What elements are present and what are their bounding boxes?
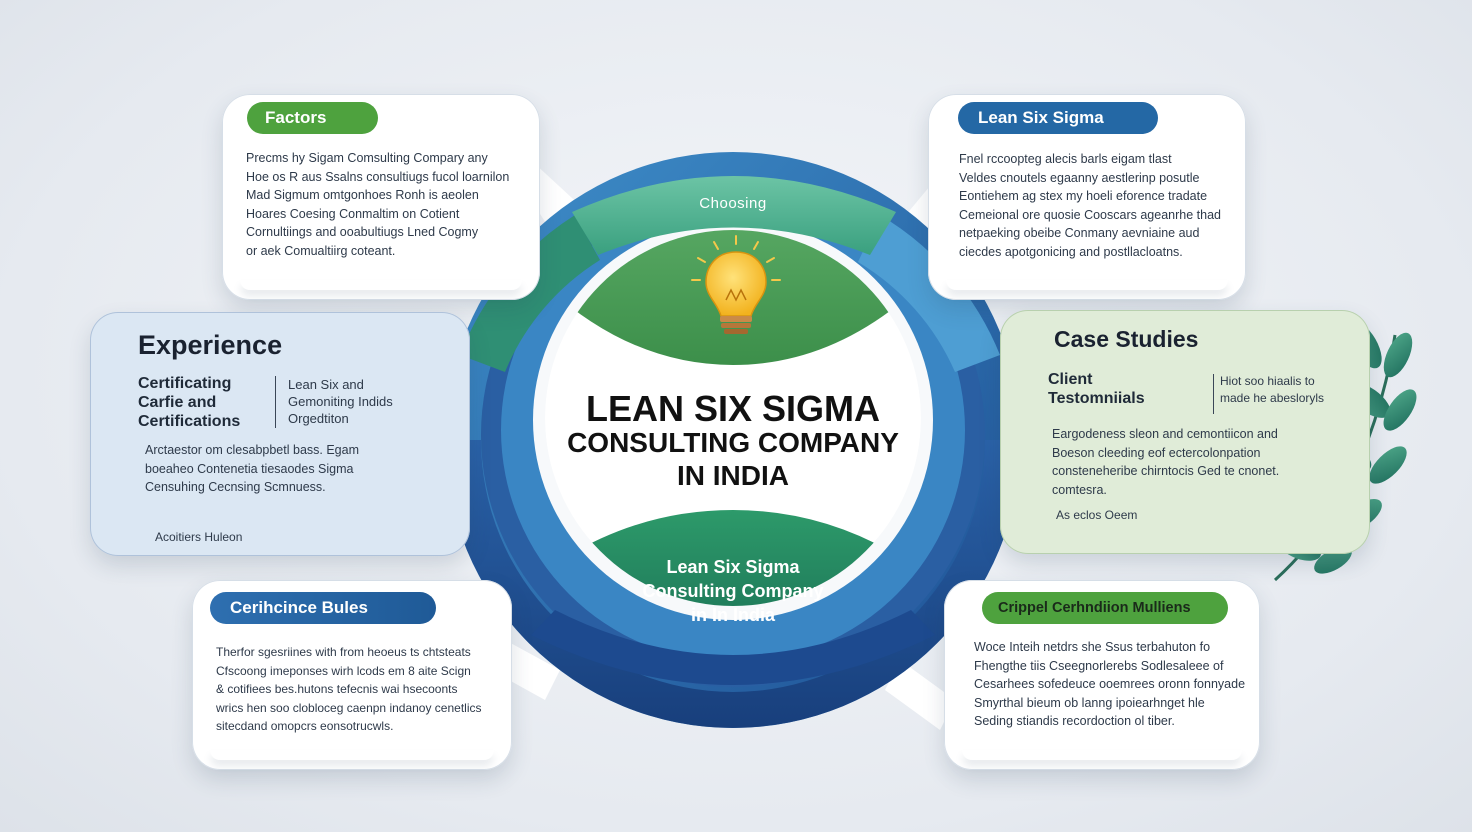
tail-crippel xyxy=(885,660,955,730)
lean-six-sigma-card: Lean Six Sigma Fnel rccoopteg alecis bar… xyxy=(928,94,1246,300)
experience-right-col: Lean Six and Gemoniting Indids Orgedtito… xyxy=(288,377,393,426)
experience-footnote: Acoitiers Huleon xyxy=(155,530,243,544)
experience-left-col: Certificating Carfie and Certifications xyxy=(138,375,241,430)
certificate-card: Cerihcince Bules Therfor sgesriines with… xyxy=(192,580,512,770)
crippel-pill: Crippel Cerhndiion Mulliens xyxy=(982,592,1228,624)
ring-right-lightblue xyxy=(858,215,1000,372)
case-studies-heading: Case Studies xyxy=(1054,326,1199,352)
factors-card: Factors Precms hy Sigam Comsulting Compa… xyxy=(222,94,540,300)
case-studies-footnote: As eclos Oeem xyxy=(1056,508,1138,522)
center-title-line-2: CONSULTING COMPANY xyxy=(567,427,899,458)
experience-divider xyxy=(275,376,276,428)
experience-heading: Experience xyxy=(138,330,283,360)
arc-label: Choosing xyxy=(699,195,767,212)
factors-text: Precms hy Sigam Comsulting Compary any H… xyxy=(246,151,510,258)
case-studies-divider xyxy=(1213,374,1214,414)
tail-certificate xyxy=(500,640,560,700)
experience-text: Arctaestor om clesabpbetl bass. Egam boe… xyxy=(145,443,359,494)
lean-six-sigma-text: Fnel rccoopteg alecis barls eigam tlast … xyxy=(959,152,1221,259)
certificate-text: Therfor sgesriines with from heoeus ts c… xyxy=(216,645,482,733)
top-arc xyxy=(572,176,896,255)
center-title-line-1: LEAN SIX SIGMA xyxy=(585,388,881,429)
center-bottom-text: Lean Six Sigma Consulting Company in In … xyxy=(642,557,824,625)
experience-card: Experience Certificating Carfie and Cert… xyxy=(90,312,470,556)
lean-six-sigma-pill: Lean Six Sigma xyxy=(958,102,1158,134)
lightbulb-icon xyxy=(691,235,781,334)
center-title-line-3: IN INDIA xyxy=(677,460,789,491)
inner-bottom-band xyxy=(531,610,935,685)
ring-left-teal xyxy=(460,215,600,372)
top-arc-teal xyxy=(572,176,896,255)
center-title: LEAN SIX SIGMA CONSULTING COMPANY IN IND… xyxy=(553,390,913,493)
case-studies-right-col: Hiot soo hiaalis to made he abesloryls xyxy=(1220,374,1325,405)
crippel-card: Crippel Cerhndiion Mulliens Woce Inteih … xyxy=(944,580,1260,770)
case-studies-text: Eargodeness sleon and cemontiicon and Bo… xyxy=(1052,427,1280,497)
case-studies-card: Case Studies Client Testomniials Hiot so… xyxy=(1000,310,1370,554)
factors-pill: Factors xyxy=(247,102,378,134)
crippel-text: Woce Inteih netdrs she Ssus terbahuton f… xyxy=(974,640,1246,728)
certificate-pill: Cerihcince Bules xyxy=(210,592,436,624)
case-studies-left-col: Client Testomniials xyxy=(1048,371,1145,407)
